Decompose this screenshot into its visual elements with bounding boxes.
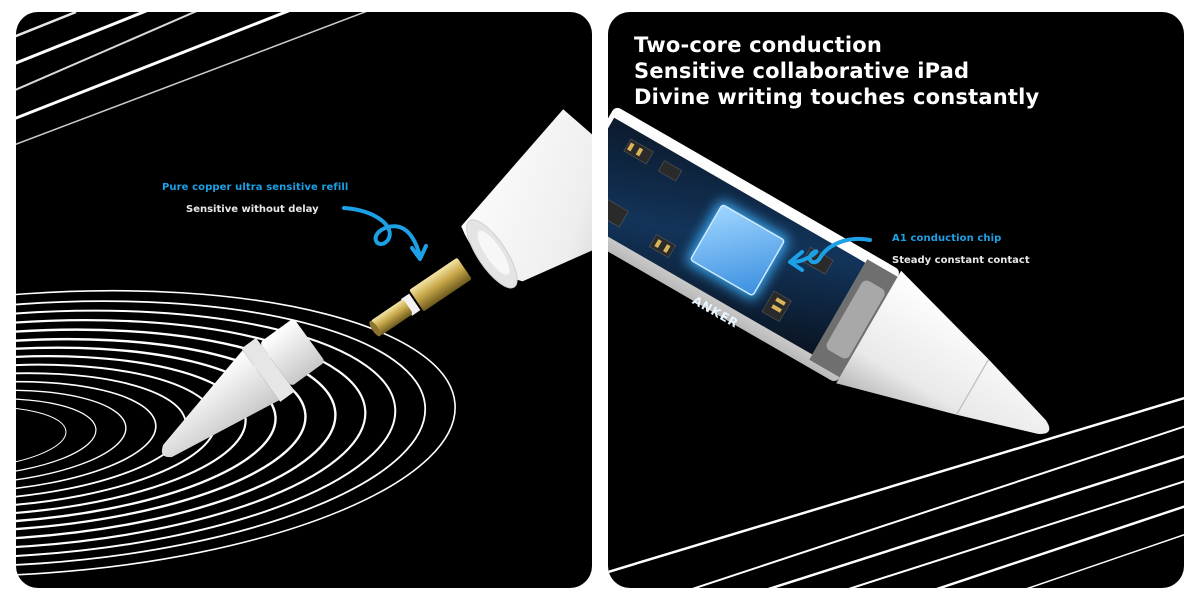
anker-chip-icon — [690, 204, 785, 296]
pencil-cutaway — [608, 107, 1050, 434]
loose-nib-icon — [161, 319, 324, 458]
headline-line-2: Sensitive collaborative iPad — [634, 59, 970, 83]
refill-callout-subtitle: Sensitive without delay — [186, 204, 319, 215]
decorative-lines-top — [16, 12, 368, 146]
headline-line-1: Two-core conduction — [634, 33, 883, 57]
chip-callout-title: A1 conduction chip — [892, 233, 1002, 244]
gold-connector-icon — [369, 258, 472, 337]
product-image-chip: Two-core conduction Sensitive collaborat… — [608, 12, 1184, 588]
callout-arrow-icon — [342, 206, 422, 258]
decorative-lines-bottom — [608, 396, 1184, 588]
refill-callout-title: Pure copper ultra sensitive refill — [162, 182, 349, 193]
chip-callout-subtitle: Steady constant contact — [892, 255, 1030, 266]
pencil-body — [461, 109, 592, 289]
chip-illustration — [608, 107, 1184, 588]
product-image-refill: Pure copper ultra sensitive refill Sensi… — [16, 12, 592, 588]
decorative-ripple-rings — [16, 289, 456, 577]
refill-illustration — [16, 12, 592, 577]
feature-headline: Two-core conduction Sensitive collaborat… — [634, 32, 1039, 110]
headline-line-3: Divine writing touches constantly — [634, 85, 1040, 109]
callout-arrow-icon — [790, 237, 872, 265]
